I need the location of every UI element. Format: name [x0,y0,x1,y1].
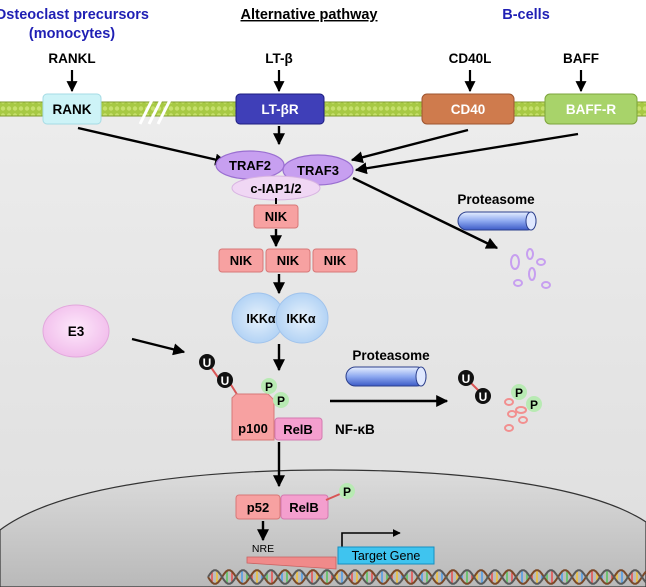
e3-ligase: E3 [42,304,110,358]
arrow-rank-traf [77,126,228,166]
header-alternative-pathway: Alternative pathway [241,7,378,23]
phospho-1 [261,378,277,394]
arrow-cd40-traf [350,128,469,164]
svg-text:NIK: NIK [277,253,300,268]
dna-strand [207,569,646,585]
svg-text:IKKα: IKKα [286,312,316,326]
ligand-baff: BAFF [563,51,599,66]
svg-text:P: P [530,398,538,412]
header-b-cells: B-cells [502,7,550,23]
nik-trimer: NIK NIK NIK [218,248,358,273]
arrow-baffr-traf [354,132,579,175]
ligand-rankl: RANKL [48,51,95,66]
proteasome-lower-icon [345,366,427,387]
svg-text:P: P [515,386,523,400]
receptor-cd40: CD40 [421,93,515,125]
svg-text:P: P [343,485,351,499]
nuclear-relb [280,494,329,520]
p52 [235,494,281,520]
ubiquitin-1 [199,354,215,370]
svg-text:p100: p100 [238,421,268,436]
svg-text:NIK: NIK [230,253,253,268]
proteasome-upper-icon [457,211,537,231]
svg-text:U: U [221,374,230,388]
dna-strand [207,569,646,585]
ligand-lt-beta: LT-β [265,51,292,66]
p100 [231,393,275,441]
svg-text:TRAF2: TRAF2 [229,158,271,173]
nik-single: NIK [253,204,299,229]
svg-text:U: U [462,372,471,386]
header-monocytes: (monocytes) [29,26,115,42]
nucleus [0,469,646,587]
svg-text:NIK: NIK [324,253,347,268]
receptor-baff-r: BAFF-R [544,93,638,125]
dna-helix-icon [207,569,646,585]
relb [274,417,323,441]
target-gene: Target Gene [337,546,435,565]
arrow-e3-p100 [131,337,186,356]
nre-label: NRE [252,543,274,555]
svg-text:NIK: NIK [265,209,288,224]
traf-ciap-complex: TRAF2 TRAF3 c-IAP1/2 [215,150,354,201]
svg-text:Target Gene: Target Gene [352,549,421,563]
p100-relb-complex: U U p100 RelB P P [199,354,323,441]
svg-text:LT-βR: LT-βR [261,102,298,117]
ligand-cd40l: CD40L [449,51,492,66]
svg-text:P: P [265,380,273,394]
nre-element [246,556,337,570]
svg-text:BAFF-R: BAFF-R [566,102,616,117]
svg-text:E3: E3 [68,324,85,339]
svg-text:RANK: RANK [53,102,92,117]
svg-text:p52: p52 [247,500,269,515]
svg-text:CD40: CD40 [451,102,486,117]
nuclear-phospho [339,483,355,499]
svg-text:c-IAP1/2: c-IAP1/2 [250,181,301,196]
svg-text:IKKα: IKKα [246,312,276,326]
degraded-p100-fragments: U U P P [458,370,542,432]
svg-text:P: P [277,394,285,408]
ubiquitin-2 [217,372,233,388]
degraded-traf-fragments [510,248,551,289]
membrane-break-icon [138,99,172,125]
svg-text:RelB: RelB [283,422,313,437]
ikk-alpha-dimer: IKKα IKKα [231,292,329,344]
nuclear-p52-relb: p52 RelB P [235,483,355,520]
proteasome-lower-label: Proteasome [352,348,430,363]
svg-text:U: U [203,356,212,370]
nf-kb-label: NF-κB [335,422,375,437]
receptor-lt-beta-r: LT-βR [235,93,325,125]
header-osteoclast: Osteoclast precursors [0,7,149,23]
phospho-2 [273,392,289,408]
svg-text:TRAF3: TRAF3 [297,163,339,178]
receptor-rank: RANK [42,93,102,125]
arrow-traf3-degradation [352,176,499,250]
proteasome-upper-label: Proteasome [457,192,535,207]
svg-text:RelB: RelB [289,500,319,515]
svg-text:U: U [479,390,488,404]
